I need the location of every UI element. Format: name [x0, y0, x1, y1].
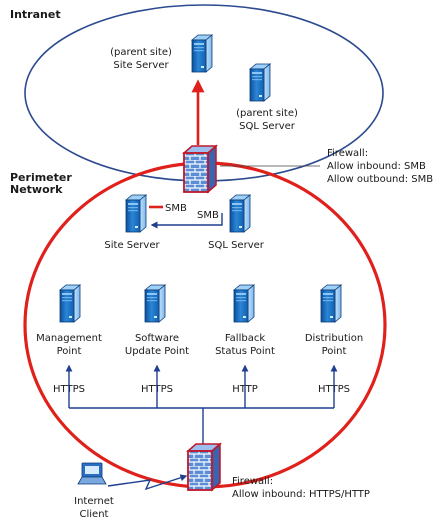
site-server-label: Site Server — [104, 240, 160, 251]
parent-site-server-label-line1: (parent site) — [110, 47, 172, 58]
role-label-line2: Point — [57, 346, 82, 357]
top-firewall-label-line3: Allow outbound: SMB — [327, 174, 433, 185]
top-firewall-label-line2: Allow inbound: SMB — [327, 161, 426, 172]
parent-sql-server-label-line1: (parent site) — [236, 108, 298, 119]
role-label-line1: Management — [36, 333, 102, 344]
parent-site-server-label-line2: Site Server — [113, 60, 169, 71]
role-label-line2: Update Point — [125, 346, 189, 357]
parent-site-server-icon — [191, 34, 213, 73]
site-server-icon — [125, 194, 147, 233]
role-label-line1: Distribution — [305, 333, 363, 344]
role-label-line1: Software — [135, 333, 179, 344]
perimeter-label-line1: Perimeter — [10, 171, 72, 184]
role-label-line1: Fallback — [225, 333, 265, 344]
parent-sql-server-icon — [249, 63, 271, 102]
role-label-line2: Status Point — [215, 346, 275, 357]
parent-sql-server-label-line2: SQL Server — [239, 121, 296, 132]
bottom-firewall-label-line1: Firewall: — [232, 476, 273, 487]
perimeter-label-line2: Network — [10, 183, 63, 196]
distribution-point-icon — [320, 284, 342, 323]
bottom-firewall-icon — [187, 443, 221, 491]
sql-server-icon — [229, 194, 251, 233]
internet-link-bolt — [107, 474, 188, 491]
sql-server-label: SQL Server — [208, 240, 265, 251]
laptop-icon — [77, 462, 107, 485]
internet-client-label-line2: Client — [80, 509, 109, 520]
software-update-point-icon — [144, 284, 166, 323]
intranet-label: Intranet — [10, 8, 61, 21]
smb-label-sql: SMB — [197, 210, 219, 221]
top-firewall-label-line1: Firewall: — [327, 148, 368, 159]
sql-to-site-smb-arrow — [150, 213, 223, 229]
bottom-firewall-label-line2: Allow inbound: HTTPS/HTTP — [232, 489, 370, 500]
top-firewall-icon — [183, 145, 217, 193]
internet-client-label-line1: Internet — [74, 496, 114, 507]
fallback-status-point-icon — [233, 284, 255, 323]
management-point-icon — [59, 284, 81, 323]
role-label-line2: Point — [322, 346, 347, 357]
smb-label-firewall: SMB — [165, 203, 187, 214]
